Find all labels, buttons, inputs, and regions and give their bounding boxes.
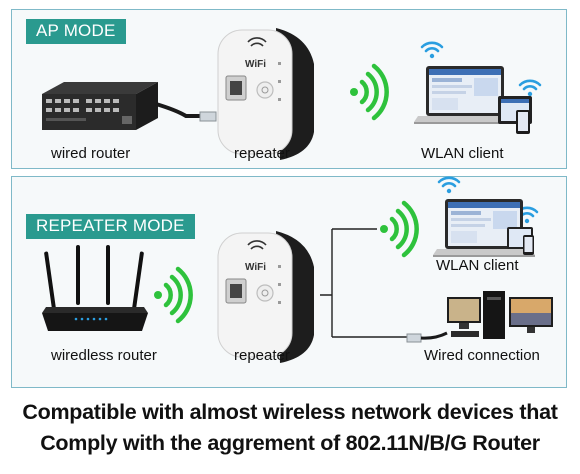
- wireless-signal-icon: [354, 92, 414, 152]
- wired-connection-devices-image: [406, 291, 553, 343]
- ap-mode-badge: AP MODE: [26, 19, 126, 44]
- wireless-router-label: wiredless router: [51, 347, 157, 364]
- repeater-mode-panel: REPEATER MODE wiredless router WiFi repe…: [11, 176, 567, 388]
- caption-line-1: Compatible with almost wireless network …: [22, 400, 558, 424]
- wlan-client-label: WLAN client: [436, 257, 519, 274]
- wired-router-label: wired router: [51, 145, 131, 162]
- caption-line-2: Comply with the aggrement of 802.11N/B/G…: [40, 431, 540, 455]
- repeater-logo-text: WiFi: [245, 59, 266, 70]
- repeater-label: repeater: [234, 145, 290, 162]
- wlan-client-label: WLAN client: [421, 145, 504, 162]
- repeater-image: WiFi: [217, 230, 315, 364]
- wired-router-image: [42, 82, 217, 130]
- wired-connection-label: Wired connection: [424, 347, 540, 364]
- wlan-client-devices-image: [414, 41, 542, 134]
- repeater-image: WiFi: [217, 27, 315, 161]
- ap-mode-panel: AP MODE wired router WiFi repeater: [11, 9, 567, 169]
- connection-lines: [320, 228, 407, 338]
- repeater-label: repeater: [234, 347, 290, 364]
- wireless-router-image: [42, 245, 148, 331]
- repeater-mode-badge: REPEATER MODE: [26, 214, 195, 239]
- repeater-logo-text: WiFi: [245, 262, 266, 273]
- wlan-client-devices-image: [433, 176, 539, 257]
